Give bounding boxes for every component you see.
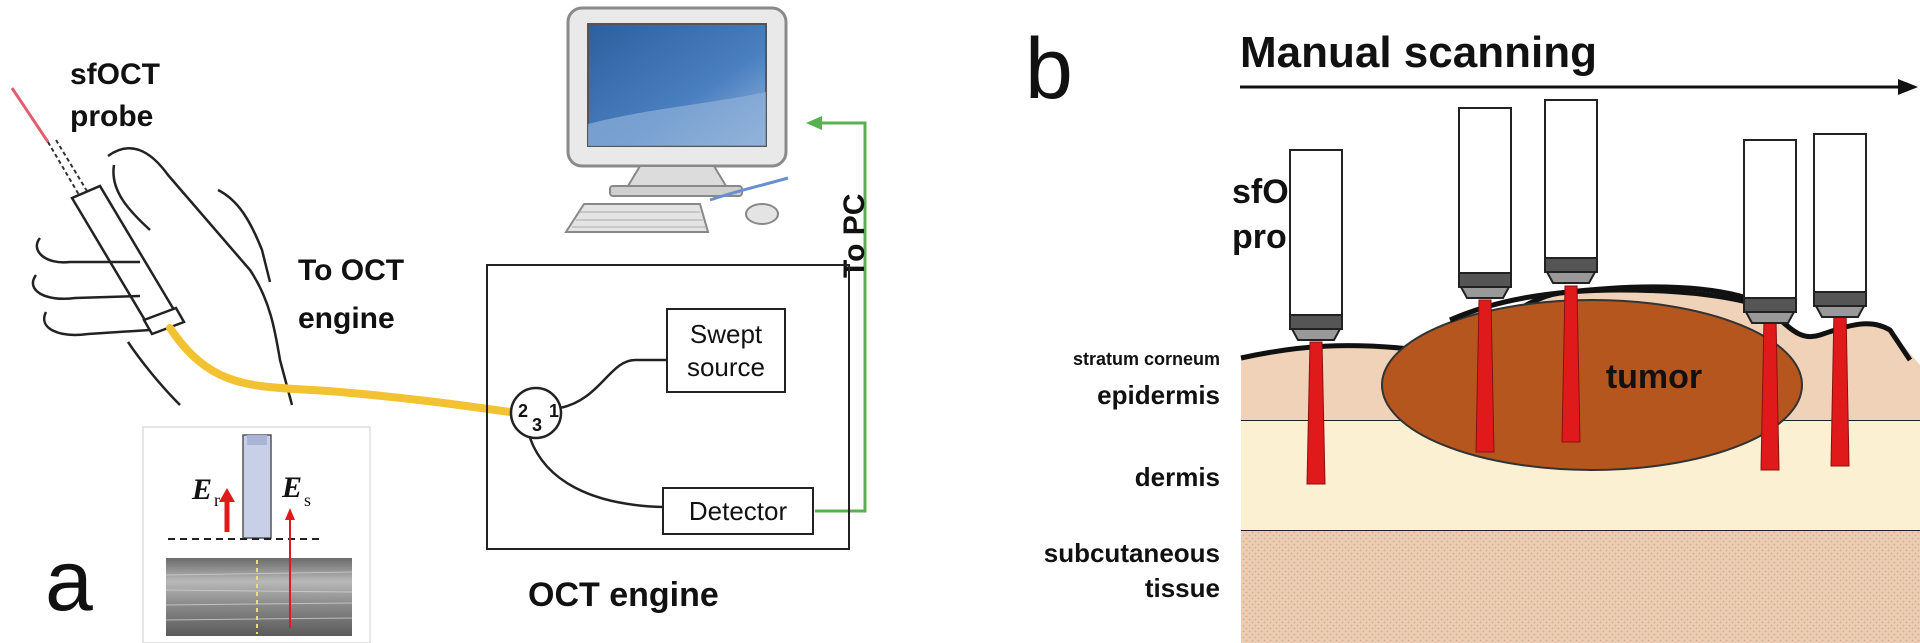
hand-drawing [31,147,294,406]
panel-a-letter: a [45,533,93,629]
es-subscript: s [304,490,311,510]
port-3: 3 [532,415,542,435]
fiber-cable [166,324,514,416]
es-symbol: E [281,471,302,504]
panel-a: sfOCT probe To OCT engine To PC OCT engi [10,6,871,643]
subcutaneous-layer [1241,530,1920,643]
swept-source-box [666,308,786,393]
swept-source-label-line1: Swept [690,319,763,349]
swept-source-label-line2: source [687,352,765,382]
beam-2 [1475,299,1495,453]
to-pc-line [812,121,867,513]
fiber-to-detector [528,437,664,509]
subcutaneous-label-line2: tissue [1145,573,1220,603]
beam-3 [1561,285,1581,443]
detector-label: Detector [689,496,788,526]
tumor-label: tumor [1606,358,1702,396]
panel-b-letter: b [1025,21,1073,117]
er-subscript: r [214,490,220,510]
oct-engine-box [486,264,850,550]
oct-engine-caption: OCT engine [528,576,719,614]
beam-5 [1830,309,1850,467]
circulator [509,386,563,440]
er-symbol: E [191,473,212,506]
panel-b: b Manual scanning tumor stratum corneum … [1025,21,1920,643]
port-1: 1 [549,401,559,421]
interference-inset: E r E s [142,426,371,643]
to-engine-label-line1: To OCT [298,254,404,287]
to-pc-arrowhead [806,116,822,130]
to-engine-label-line2: engine [298,302,395,335]
manual-scanning-title: Manual scanning [1240,28,1597,77]
beam-4 [1760,317,1780,471]
to-pc-label: To PC [838,194,871,278]
probe-5 [1813,133,1867,318]
laser-beam-tip [10,87,50,143]
probe-2 [1458,107,1512,299]
probe-label-line2: probe [70,100,153,133]
scan-arrowhead [1898,79,1918,95]
stratum-corneum-label: stratum corneum [1073,349,1220,369]
subcutaneous-label-line1: subcutaneous [1044,538,1220,568]
fiber-to-source [559,358,666,410]
tumor [1381,299,1803,471]
probes [1289,99,1867,341]
probe-4 [1743,139,1797,324]
epidermis-label: epidermis [1097,380,1220,410]
probe-1 [1289,149,1343,341]
computer-icon [564,6,789,233]
probe-3 [1544,99,1598,284]
detector-box [662,487,814,535]
beam-1 [1306,341,1326,485]
port-2: 2 [518,401,528,421]
beams [1306,285,1850,485]
dermis-label: dermis [1135,462,1220,492]
probe-label-line1: sfOCT [70,58,160,91]
